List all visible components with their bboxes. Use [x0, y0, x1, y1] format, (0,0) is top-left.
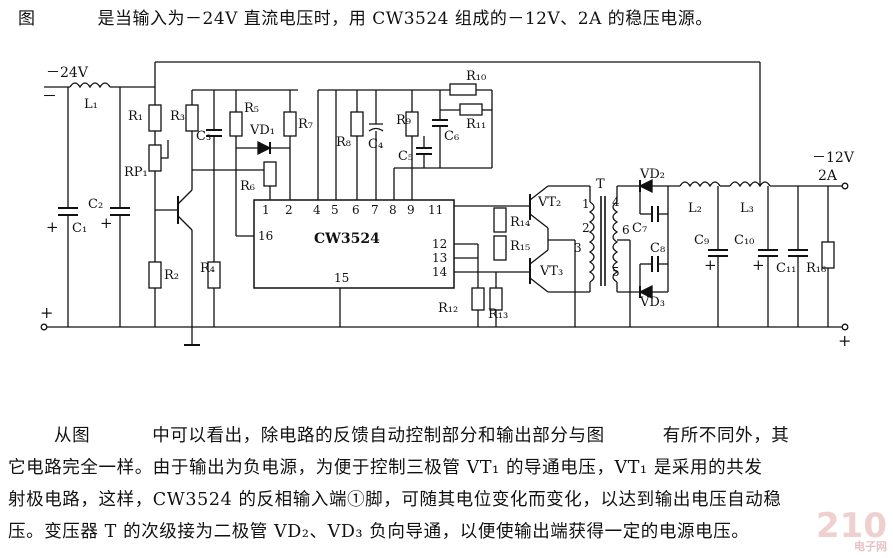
svg-text:R₁₆: R₁₆: [806, 261, 826, 276]
input-voltage-label: －24V: [46, 65, 89, 81]
svg-text:R₄: R₄: [200, 261, 215, 276]
svg-text:R₈: R₈: [336, 135, 351, 150]
svg-text:R₁₄: R₁₄: [510, 215, 530, 230]
svg-text:11: 11: [428, 203, 443, 217]
svg-text:1: 1: [262, 203, 270, 217]
output-drivers: [493, 185, 590, 327]
bias-network: [148, 89, 298, 346]
svg-text:+: +: [100, 214, 113, 232]
svg-text:C₁₀: C₁₀: [734, 233, 754, 248]
svg-text:VD₃: VD₃: [639, 295, 665, 310]
caption-text: 是当输入为－24V 直流电压时，用 CW3524 组成的－12V、2A 的稳压电…: [97, 9, 713, 29]
svg-text:+: +: [46, 218, 59, 236]
figure-caption: 图 是当输入为－24V 直流电压时，用 CW3524 组成的－12V、2A 的稳压…: [18, 4, 713, 29]
inductor-L1: [69, 82, 111, 89]
svg-text:7: 7: [371, 203, 379, 217]
svg-text:C₆: C₆: [444, 129, 459, 144]
output-voltage-label: －12V: [812, 150, 855, 166]
svg-text:+: +: [752, 256, 765, 274]
svg-text:VD₂: VD₂: [639, 167, 665, 182]
svg-text:13: 13: [432, 251, 447, 265]
input-section: [40, 82, 845, 331]
svg-text:－: －: [42, 87, 57, 105]
para-line-3: 射极电路，这样，CW3524 的反相输入端①脚，可随其电位变化而变化，以达到输出…: [8, 490, 782, 510]
caption-prefix: 图: [18, 9, 36, 29]
svg-text:VT₂: VT₂: [537, 195, 561, 210]
svg-text:C₅: C₅: [398, 149, 413, 164]
svg-text:C₈: C₈: [650, 241, 665, 256]
svg-text:VT₃: VT₃: [539, 264, 563, 279]
svg-text:16: 16: [258, 229, 273, 243]
svg-text:R₅: R₅: [244, 101, 259, 116]
svg-text:R₉: R₉: [396, 113, 411, 128]
svg-text:12: 12: [432, 237, 447, 251]
svg-text:C₉: C₉: [694, 233, 709, 248]
svg-text:C₁: C₁: [72, 221, 87, 236]
svg-text:+: +: [40, 303, 53, 322]
svg-text:L₃: L₃: [740, 201, 754, 216]
ic-name: CW3524: [314, 231, 380, 247]
svg-text:2: 2: [285, 203, 293, 217]
svg-text:6: 6: [622, 223, 630, 237]
svg-text:R₇: R₇: [298, 117, 313, 132]
transformer-T: [588, 185, 640, 327]
svg-text:C₇: C₇: [632, 221, 647, 236]
svg-text:9: 9: [407, 203, 415, 217]
output-current-label: 2A: [818, 168, 838, 184]
svg-text:14: 14: [432, 265, 448, 279]
svg-text:R₁₃: R₁₃: [488, 307, 508, 322]
description-paragraph: 从图中可以看出，除电路的反馈自动控制部分和输出部分与图有所不同外，其 它电路完全…: [8, 420, 886, 548]
para-line-1: 从图中可以看出，除电路的反馈自动控制部分和输出部分与图有所不同外，其: [54, 426, 790, 446]
svg-text:R₁₂: R₁₂: [438, 301, 458, 316]
svg-text:R₆: R₆: [240, 179, 255, 194]
output-filter: [638, 178, 849, 331]
svg-text:4: 4: [313, 203, 321, 217]
svg-text:R₁₅: R₁₅: [510, 239, 530, 254]
svg-text:5: 5: [331, 203, 339, 217]
svg-text:T: T: [596, 177, 605, 192]
feedback-network: [229, 90, 297, 237]
svg-text:C₂: C₂: [88, 197, 103, 212]
svg-text:R₂: R₂: [164, 268, 179, 283]
svg-text:L₁: L₁: [84, 97, 98, 112]
svg-text:C₃: C₃: [196, 129, 211, 144]
svg-text:15: 15: [334, 271, 349, 285]
svg-text:C₁₁: C₁₁: [776, 261, 796, 276]
svg-text:C₄: C₄: [368, 137, 383, 152]
svg-text:VD₁: VD₁: [249, 123, 275, 138]
para-line-2: 它电路完全一样。由于输出为负电源，为便于控制三极管 VT₁ 的导通电压，VT₁ …: [8, 458, 763, 478]
svg-text:RP₁: RP₁: [124, 165, 148, 180]
svg-text:+: +: [838, 331, 851, 350]
para-line-4: 压。变压器 T 的次级接为二极管 VD₂、VD₃ 负向导通，以便使输出端获得一定…: [8, 522, 750, 542]
svg-text:R₁₁: R₁₁: [466, 117, 486, 132]
svg-text:+: +: [704, 256, 717, 274]
svg-text:4: 4: [612, 195, 620, 209]
svg-text:L₂: L₂: [688, 201, 702, 216]
svg-text:R₁₀: R₁₀: [466, 69, 486, 84]
svg-text:3: 3: [574, 241, 582, 255]
svg-text:6: 6: [352, 203, 360, 217]
svg-text:1: 1: [582, 197, 590, 211]
svg-text:5: 5: [612, 265, 620, 279]
svg-text:2: 2: [582, 221, 590, 235]
svg-text:8: 8: [389, 203, 397, 217]
svg-text:R₁: R₁: [128, 109, 143, 124]
circuit-schematic: －24V － + L₁ + C₁ C₂ + R₁ RP₁ R₂ R₃ C₃ R₄…: [40, 61, 855, 350]
schematic-labels: －24V － + L₁ + C₁ C₂ + R₁ RP₁ R₂ R₃ C₃ R₄…: [40, 65, 855, 350]
ic-cw3524: [253, 83, 530, 327]
svg-text:R₃: R₃: [170, 109, 185, 124]
